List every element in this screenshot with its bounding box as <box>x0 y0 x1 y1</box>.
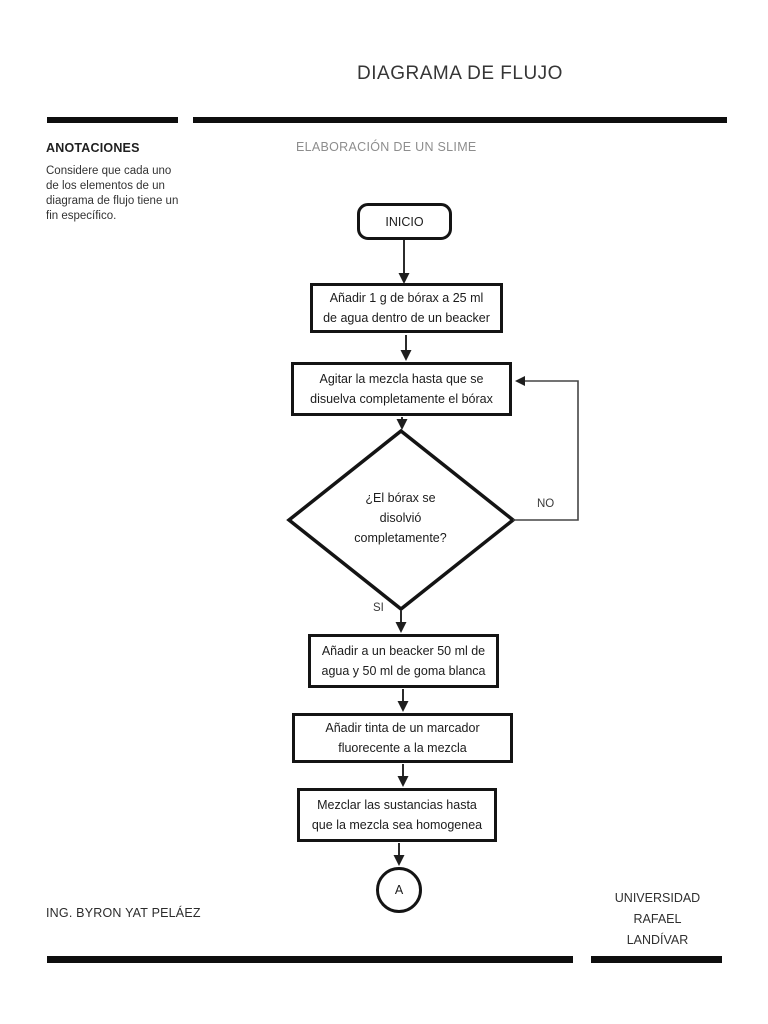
institution-line: LANDÍVAR <box>626 933 689 947</box>
flow-step-5: Mezclar las sustancias hasta que la mezc… <box>297 788 497 842</box>
institution-line: UNIVERSIDAD <box>614 891 701 905</box>
bottom-divider-bar-left <box>47 956 573 963</box>
step-text-line: Añadir 1 g de bórax a 25 ml <box>329 291 484 305</box>
page-title: DIAGRAMA DE FLUJO <box>357 63 563 84</box>
arrowhead-down-icon <box>397 701 409 712</box>
step-text-line: disuelva completamente el bórax <box>310 392 493 406</box>
footer-institution: UNIVERSIDAD RAFAEL LANDÍVAR <box>596 888 719 951</box>
step-text-line: Mezclar las sustancias hasta <box>317 798 477 812</box>
decision-text-line: completamente? <box>354 531 447 545</box>
step-text-line: agua y 50 ml de goma blanca <box>321 664 486 678</box>
branch-label-no: NO <box>537 498 555 510</box>
arrowhead-down-icon <box>396 419 408 430</box>
arrowhead-down-icon <box>397 776 409 787</box>
top-divider-bar-left <box>47 117 178 123</box>
annotations-body: Considere que cada uno de los elementos … <box>46 164 236 224</box>
step-text-line: que la mezcla sea homogenea <box>311 818 483 832</box>
flow-decision-text: ¿El bórax se disolvió completamente? <box>330 488 471 548</box>
annotations-heading: ANOTACIONES <box>46 141 140 155</box>
flow-offpage-connector: A <box>376 867 422 913</box>
step-text-line: Agitar la mezcla hasta que se <box>319 372 484 386</box>
step-text-line: Añadir tinta de un marcador <box>325 721 480 735</box>
bottom-divider-bar-right <box>591 956 722 963</box>
annotations-body-line: de los elementos de un <box>46 180 165 192</box>
annotations-body-line: diagrama de flujo tiene un <box>46 195 179 207</box>
decision-text-line: disolvió <box>379 511 422 525</box>
annotations-panel: ANOTACIONES Considere que cada uno de lo… <box>46 141 236 224</box>
flow-start-terminator: INICIO <box>357 203 452 240</box>
connector-label: A <box>394 883 404 897</box>
flow-step-1: Añadir 1 g de bórax a 25 ml de agua dent… <box>310 283 503 333</box>
branch-label-si: SI <box>373 602 384 614</box>
footer-author: ING. BYRON YAT PELÁEZ <box>46 906 201 920</box>
no-loop-arrowhead-icon <box>515 376 525 386</box>
arrowhead-down-icon <box>400 350 412 361</box>
arrowhead-down-icon <box>395 622 407 633</box>
flowchart-subtitle: ELABORACIÓN DE UN SLIME <box>296 140 477 154</box>
institution-line: RAFAEL <box>633 912 682 926</box>
step-text-line: Añadir a un beacker 50 ml de <box>321 644 486 658</box>
step-text-line: de agua dentro de un beacker <box>323 311 490 325</box>
flow-step-3: Añadir a un beacker 50 ml de agua y 50 m… <box>308 634 499 688</box>
annotations-body-line: fin específico. <box>46 210 117 222</box>
decision-text-line: ¿El bórax se <box>365 491 436 505</box>
step-text-line: fluorecente a la mezcla <box>338 741 467 755</box>
annotations-body-line: Considere que cada uno <box>46 165 172 177</box>
flow-step-4: Añadir tinta de un marcador fluorecente … <box>292 713 513 763</box>
start-label: INICIO <box>385 214 424 229</box>
arrowhead-down-icon <box>393 855 405 866</box>
flow-step-2: Agitar la mezcla hasta que se disuelva c… <box>291 362 512 416</box>
top-divider-bar-right <box>193 117 727 123</box>
